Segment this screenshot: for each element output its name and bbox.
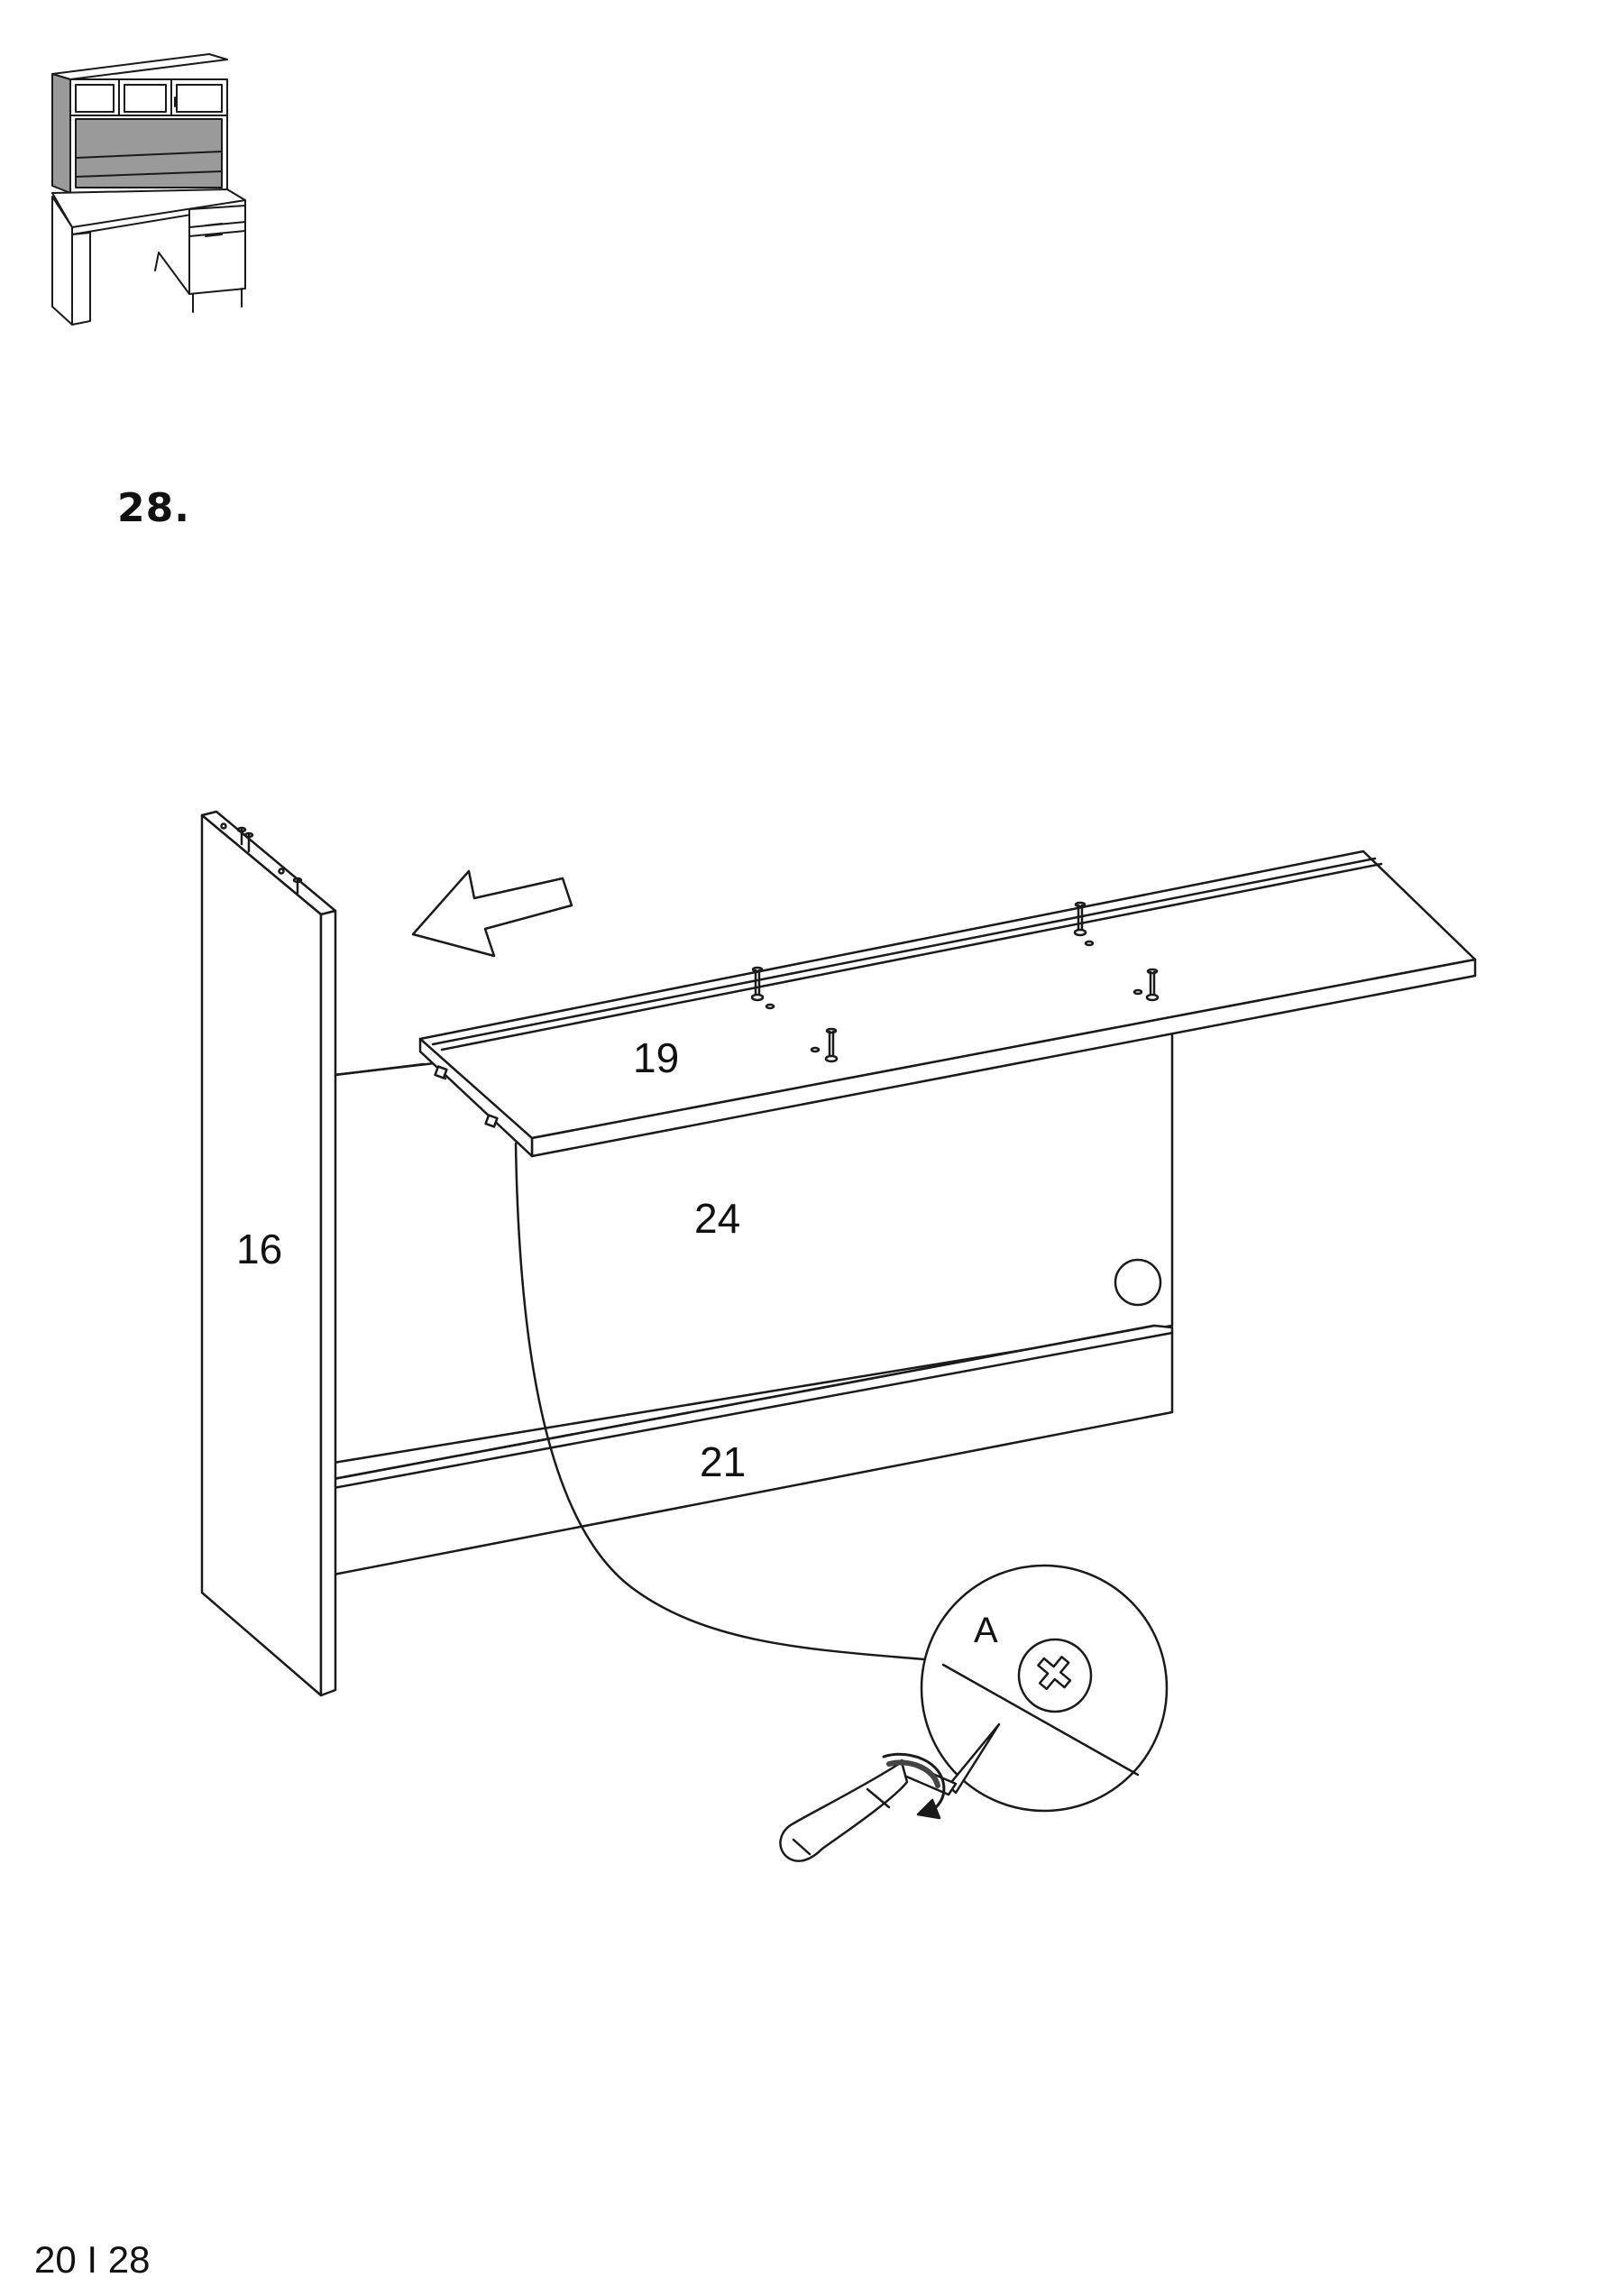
product-thumbnail [51,53,246,326]
side-panel-16 [200,810,426,1697]
cam-bolt [1132,968,1160,1002]
top-shelf-19 [418,850,1477,1158]
part-label-side-panel: 16 [236,1226,283,1272]
screwdriver-icon [779,1722,1001,1862]
part-label-bottom-rail: 21 [700,1438,747,1485]
page-number: 20 I 28 [34,2238,151,2281]
direction-arrow [411,869,573,958]
step-number: 28. [117,485,190,531]
cam-bolt [1073,901,1095,947]
cam-bolt [750,966,775,1010]
detail-label-a: A [974,1611,998,1650]
part-label-top-shelf: 19 [633,1034,680,1081]
cam-lock-icon [1017,1638,1093,1713]
cam-bolt [810,1027,839,1063]
part-label-back-panel: 24 [694,1195,741,1242]
detail-leader-line [514,1142,945,1663]
